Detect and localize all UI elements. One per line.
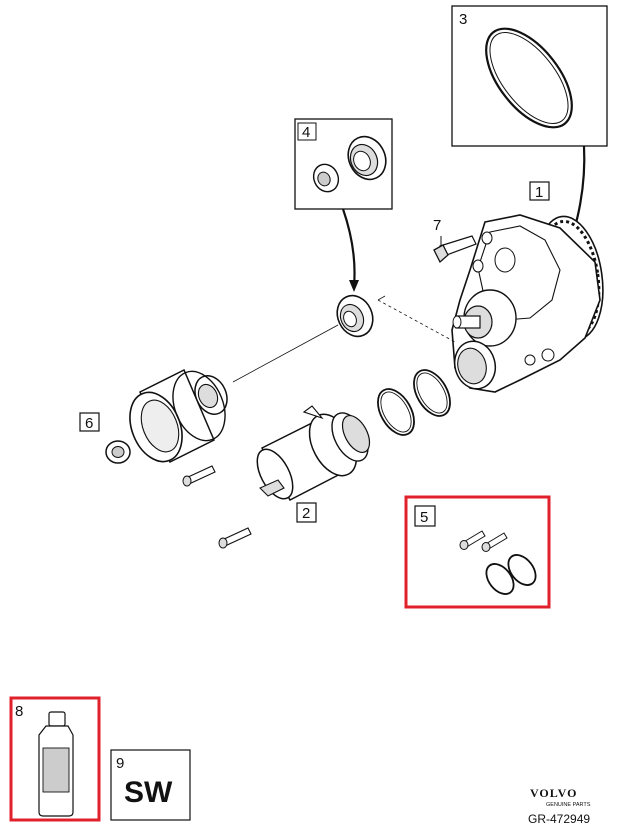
shaft-seal[interactable]	[331, 290, 380, 342]
seal-bushing-icon	[312, 163, 340, 193]
callout-4-detail[interactable]: 4	[294, 118, 393, 210]
screw-icon[interactable]	[182, 465, 216, 487]
callout-6-number: 6	[85, 415, 93, 432]
kit-o-ring-icon	[485, 554, 537, 595]
callout-9-number: 9	[116, 755, 124, 772]
callout-3-detail[interactable]: 3	[451, 5, 608, 147]
sw-label: SW	[124, 776, 173, 809]
o-ring-pair[interactable]	[371, 364, 458, 441]
genuine-parts-tagline: GENUINE PARTS	[546, 802, 591, 808]
seal-ring-icon	[347, 135, 387, 181]
callout-8-number: 8	[15, 703, 23, 720]
kit-screw-icon	[481, 532, 508, 552]
callout-7-number: 7	[433, 217, 441, 234]
callout-9-software-kit[interactable]: 9 SW	[110, 749, 191, 821]
electric-motor-part-2[interactable]	[250, 405, 375, 504]
callout-8-fluid-bottle[interactable]: 8	[9, 696, 101, 822]
screw-icon[interactable]	[218, 527, 252, 549]
kit-screw-icon	[459, 530, 486, 550]
callout-2-number: 2	[302, 505, 310, 522]
bolt-7-icon[interactable]	[433, 235, 477, 264]
figure-code: GR-472949	[528, 812, 590, 826]
callout-4-number: 4	[302, 124, 310, 141]
callout-1-number: 1	[535, 184, 543, 201]
callout-5-number: 5	[420, 509, 428, 526]
callout-5-repair-kit[interactable]: 5	[404, 495, 551, 609]
callout-3-number: 3	[459, 11, 467, 28]
volvo-logo: VOLVO	[530, 786, 577, 800]
main-housing-part-1[interactable]	[449, 212, 610, 393]
leader-arrow-4	[341, 208, 356, 287]
large-o-ring-icon	[485, 27, 573, 129]
cover-housing[interactable]	[120, 364, 234, 470]
fluid-bottle-icon	[38, 711, 74, 817]
nut-6-icon[interactable]	[105, 440, 131, 464]
